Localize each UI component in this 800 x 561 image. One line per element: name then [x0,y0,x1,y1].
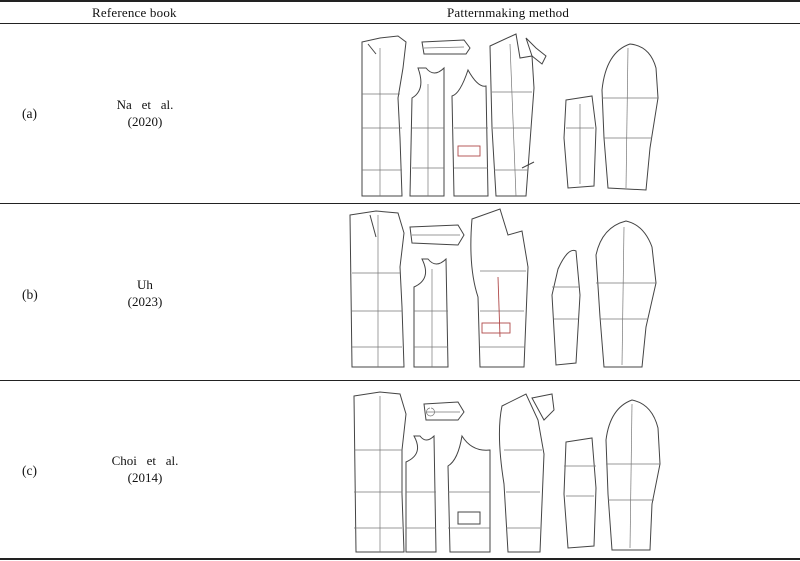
reference-cell-a: Na et al. (2020) [90,96,200,130]
row-divider-bc [0,380,800,381]
reference-year: (2020) [127,114,163,129]
reference-cell-b: Uh (2023) [90,276,200,310]
reference-year: (2014) [127,470,163,485]
header-patternmaking-method: Patternmaking method [447,5,570,20]
reference-authors: Uh [137,277,153,292]
header-reference-book: Reference book [92,5,177,20]
reference-authors: Na et al. [116,97,174,112]
pattern-drawing-a [361,33,659,197]
row-label-c: (c) [22,463,37,478]
row-label-b: (b) [22,287,38,302]
pattern-drawing-c [353,391,661,553]
reference-year: (2023) [127,294,163,309]
row-label-a: (a) [22,106,37,121]
row-divider-ab [0,203,800,204]
reference-authors: Choi et al. [111,453,179,468]
table-bottom-rule [0,558,800,560]
pattern-drawing-b [349,208,657,368]
table-top-rule [0,0,800,2]
header-rule [0,23,800,24]
reference-cell-c: Choi et al. (2014) [90,452,200,486]
